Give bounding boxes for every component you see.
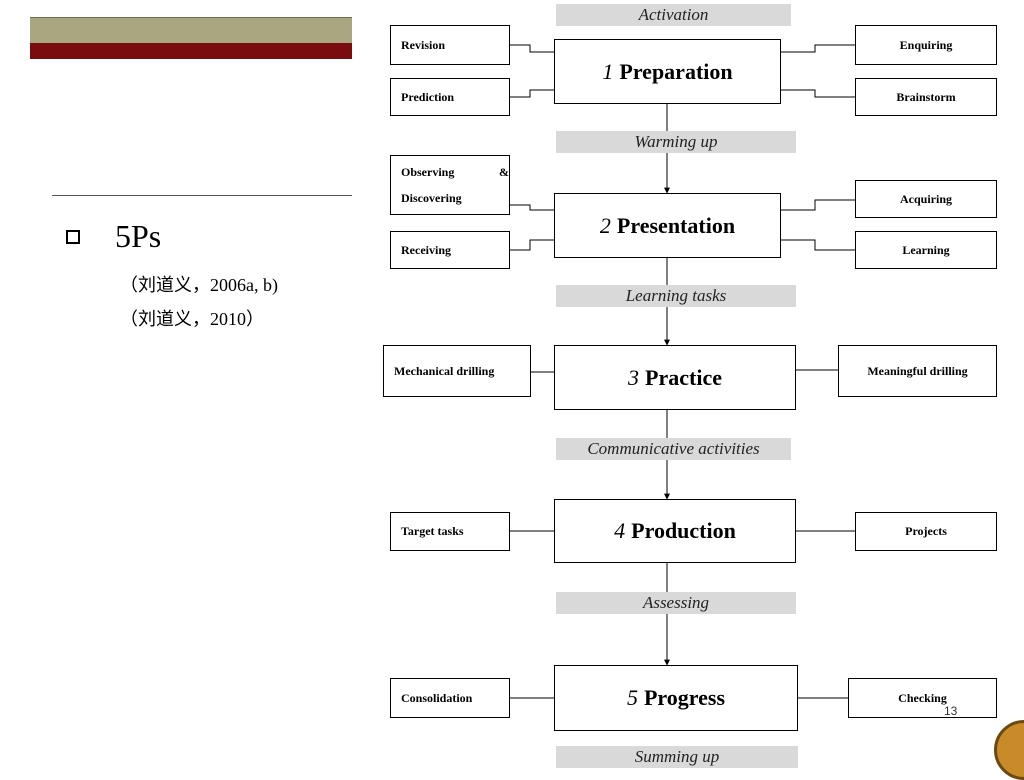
stage-box-preparation: 1 Preparation: [554, 39, 781, 104]
side-box-projects: Projects: [855, 512, 997, 551]
side-box-brainstorm: Brainstorm: [855, 78, 997, 116]
stage-number: 2: [599, 212, 611, 238]
side-box-learning: Learning: [855, 231, 997, 269]
connector-label-learning-tasks: Learning tasks: [556, 285, 796, 307]
side-box-enquiring: Enquiring: [855, 25, 997, 65]
connector-label-summing-up: Summing up: [556, 746, 798, 768]
side-box-consolidation: Consolidation: [390, 678, 510, 718]
connector-label-communicative-activities: Communicative activities: [556, 438, 791, 460]
connector-label-activation: Activation: [556, 4, 791, 26]
stage-box-presentation: 2 Presentation: [554, 193, 781, 258]
side-box-mechanical-drilling: Mechanical drilling: [383, 345, 531, 397]
stage-box-production: 4 Production: [554, 499, 796, 563]
side-box-target-tasks: Target tasks: [390, 512, 510, 551]
title-bar-olive: [30, 17, 352, 45]
stage-box-practice: 3 Practice: [554, 345, 796, 410]
side-box-checking: Checking: [848, 678, 997, 718]
page-number: 13: [944, 704, 958, 718]
stage-box-progress: 5 Progress: [554, 665, 798, 731]
divider-line: [52, 195, 352, 196]
connector-label-assessing: Assessing: [556, 592, 796, 614]
stage-number: 1: [602, 58, 614, 84]
citation-1: （刘道义，2006a, b): [120, 275, 278, 295]
bullet-square-icon: [66, 230, 80, 244]
stage-name: Progress: [643, 685, 726, 710]
connector-label-warming-up: Warming up: [556, 131, 796, 153]
side-box-observing-discovering: Observing & Discovering: [390, 155, 510, 215]
side-box-acquiring: Acquiring: [855, 180, 997, 218]
side-box-revision: Revision: [390, 25, 510, 65]
stage-name: Preparation: [619, 58, 733, 84]
citation-2: （刘道义，2010）: [120, 309, 264, 329]
stage-number: 5: [626, 685, 638, 710]
side-box-prediction: Prediction: [390, 78, 510, 116]
stage-name: Presentation: [616, 212, 736, 238]
stage-name: Practice: [645, 364, 722, 390]
side-box-meaningful-drilling: Meaningful drilling: [838, 345, 997, 397]
stage-number: 4: [614, 518, 626, 543]
side-box-receiving: Receiving: [390, 231, 510, 269]
bullet-text: 5Ps: [115, 218, 162, 254]
stage-name: Production: [631, 518, 736, 543]
title-bar-red: [30, 43, 352, 59]
stage-number: 3: [628, 364, 640, 390]
